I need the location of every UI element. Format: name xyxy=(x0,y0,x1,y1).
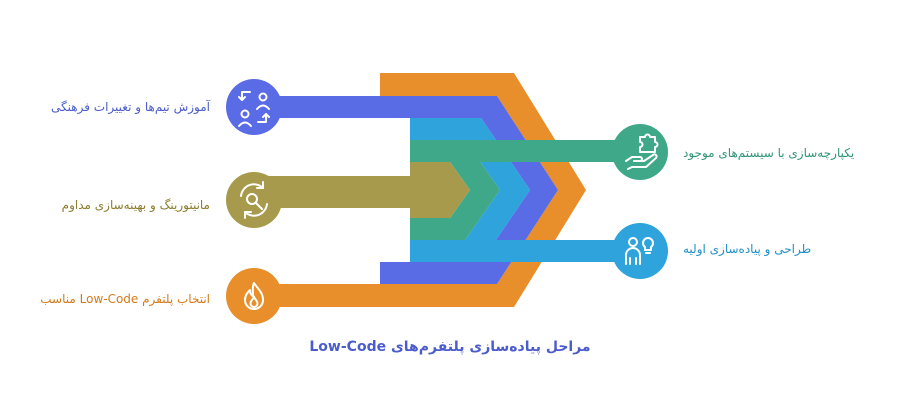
circle-monitoring xyxy=(226,172,282,228)
step-selection-label: انتخاب پلتفرم Low-Code مناسب xyxy=(40,292,210,306)
diagram-title: مراحل پیاده‌سازی پلتفرم‌های Low-Code xyxy=(309,339,591,355)
connector-sky xyxy=(465,240,640,262)
people-swap-icon xyxy=(238,91,270,127)
step-training-label: آموزش تیم‌ها و تغییرات فرهنگی xyxy=(51,100,210,114)
band-green xyxy=(410,140,500,240)
connector-indigo xyxy=(254,96,380,118)
circle-training xyxy=(226,79,282,135)
circle-design xyxy=(612,223,668,279)
connector-green xyxy=(450,140,640,162)
connector-orange xyxy=(254,284,380,307)
monitoring-cycle-icon xyxy=(240,181,268,219)
hand-puzzle-icon xyxy=(625,133,659,170)
core-olive xyxy=(254,162,470,218)
step-monitoring-label: مانیتورینگ و بهینه‌سازی مداوم xyxy=(61,198,210,212)
flame-icon xyxy=(244,282,264,310)
person-bulb-icon xyxy=(625,237,654,265)
step-design-label: طراحی و پیاده‌سازی اولیه xyxy=(683,242,812,256)
step-integration-label: یکپارچه‌سازی با سیستم‌های موجود xyxy=(683,146,855,160)
